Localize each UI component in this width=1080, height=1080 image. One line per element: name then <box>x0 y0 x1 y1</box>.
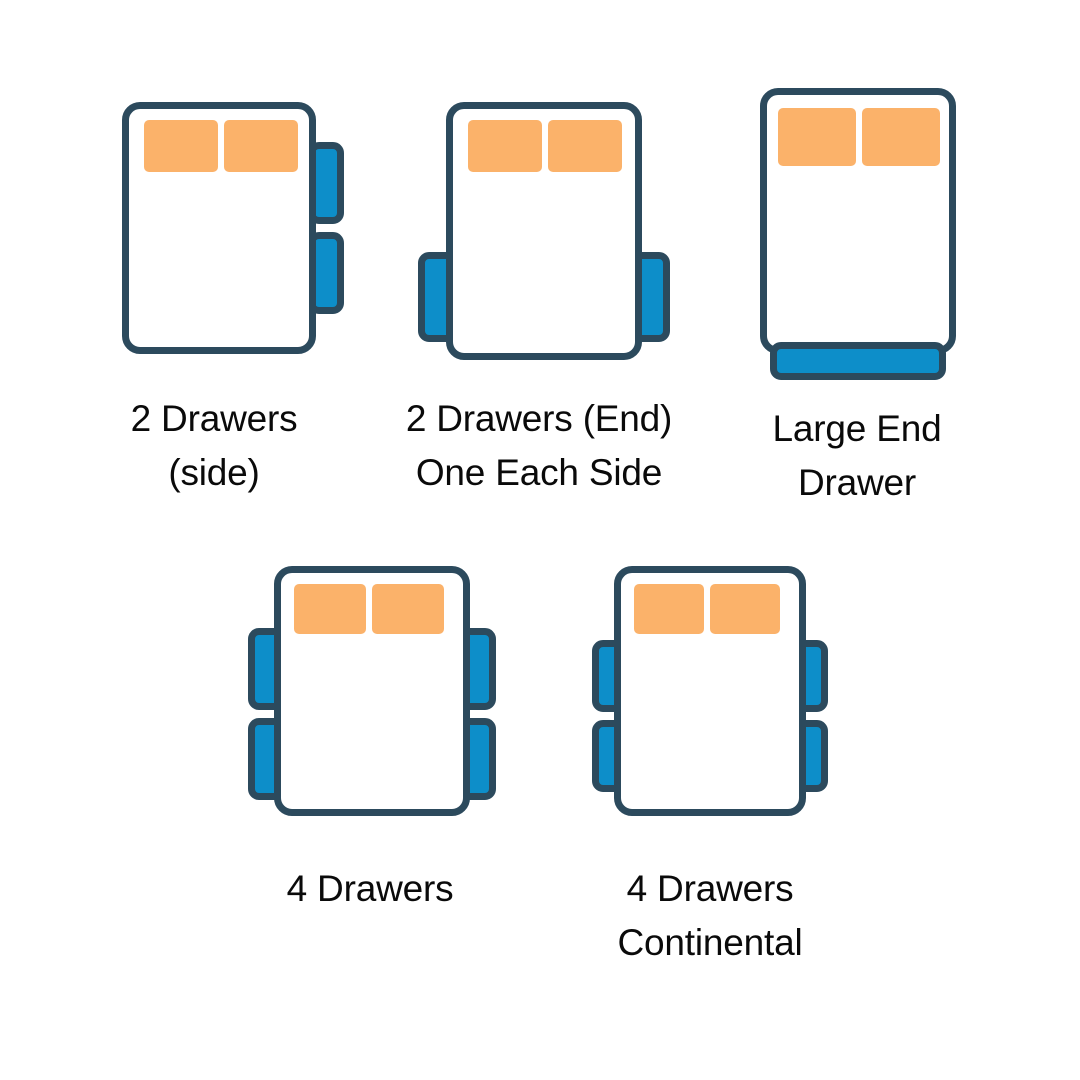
bed-option-two-drawers-end[interactable] <box>414 98 670 360</box>
bed-option-large-end-drawer[interactable] <box>756 88 960 380</box>
pillow-right <box>862 108 940 166</box>
pillow-left <box>778 108 856 166</box>
drawer-end-large[interactable] <box>770 342 946 380</box>
pillow-right <box>372 584 444 634</box>
bed-figure <box>118 98 348 358</box>
pillow-right <box>710 584 780 634</box>
pillow-right <box>224 120 298 172</box>
bed-option-four-drawers[interactable] <box>246 562 496 816</box>
pillow-left <box>144 120 218 172</box>
bed-figure <box>246 562 496 816</box>
pillow-right <box>548 120 622 172</box>
caption-four-drawers: 4 Drawers <box>286 868 454 909</box>
pillow-left <box>634 584 704 634</box>
caption-two-drawers-end: 2 Drawers (End) One Each Side <box>405 398 673 493</box>
pillow-left <box>294 584 366 634</box>
caption-four-drawers-continental: 4 Drawers Continental <box>617 868 803 963</box>
bed-figure <box>588 562 830 816</box>
caption-two-drawers-side: 2 Drawers (side) <box>130 398 298 493</box>
bed-option-two-drawers-side[interactable] <box>118 98 348 358</box>
pillow-left <box>468 120 542 172</box>
bed-option-four-drawers-continental[interactable] <box>588 562 830 816</box>
bed-figure <box>414 98 670 360</box>
bed-figure <box>756 88 960 380</box>
caption-large-end-drawer: Large End Drawer <box>772 408 942 503</box>
